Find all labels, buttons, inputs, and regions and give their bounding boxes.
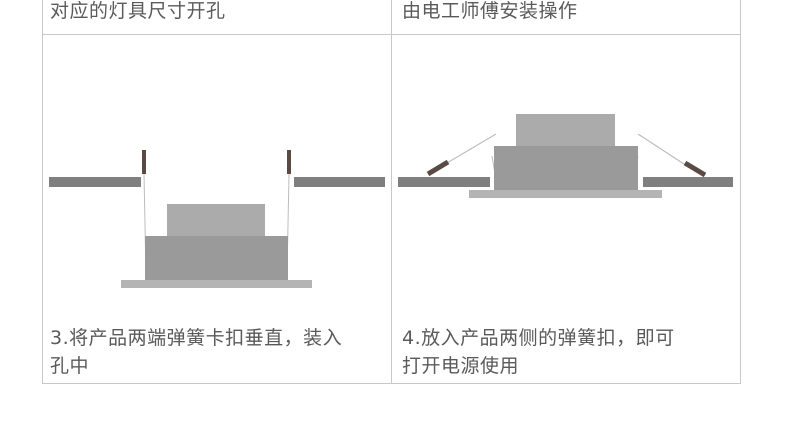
fixture-trim <box>121 280 312 288</box>
step-top-right-title: 由电工师傅安装操作 <box>402 0 578 22</box>
wire-right-2 <box>637 133 688 167</box>
spring-clip-left-2 <box>426 159 450 177</box>
table-row-divider <box>42 34 741 35</box>
instruction-table <box>42 0 741 384</box>
spring-clip-left <box>142 150 146 174</box>
step4-caption: 4.放入产品两侧的弹簧扣，即可 打开电源使用 <box>402 324 675 380</box>
ceiling-left-panel-2 <box>398 177 490 187</box>
table-border-bottom <box>42 383 741 384</box>
step4-caption-line2: 打开电源使用 <box>402 355 520 377</box>
ceiling-left-panel <box>49 177 141 187</box>
fixture-top-block-2 <box>516 114 615 146</box>
table-border-left <box>42 0 43 384</box>
fixture-body-2 <box>494 146 638 190</box>
step3-caption: 3.将产品两端弹簧卡扣垂直，装入 孔中 <box>50 324 342 380</box>
spring-clip-right-2 <box>683 160 707 178</box>
fixture-body <box>145 236 288 280</box>
ceiling-right-panel-2 <box>643 177 733 187</box>
step3-caption-line2: 孔中 <box>50 355 90 377</box>
fixture-trim-2 <box>469 190 662 198</box>
step2-title: 对应的灯具尺寸开孔 <box>50 0 226 22</box>
spring-clip-right <box>287 150 291 174</box>
step4-caption-line1: 4.放入产品两侧的弹簧扣，即可 <box>402 327 675 349</box>
table-border-right <box>740 0 741 384</box>
ceiling-right-panel <box>294 177 385 187</box>
fixture-top-block <box>167 204 265 236</box>
table-border-middle <box>391 0 392 384</box>
step3-caption-line1: 3.将产品两端弹簧卡扣垂直，装入 <box>50 327 343 349</box>
wire-left-2 <box>446 133 497 164</box>
